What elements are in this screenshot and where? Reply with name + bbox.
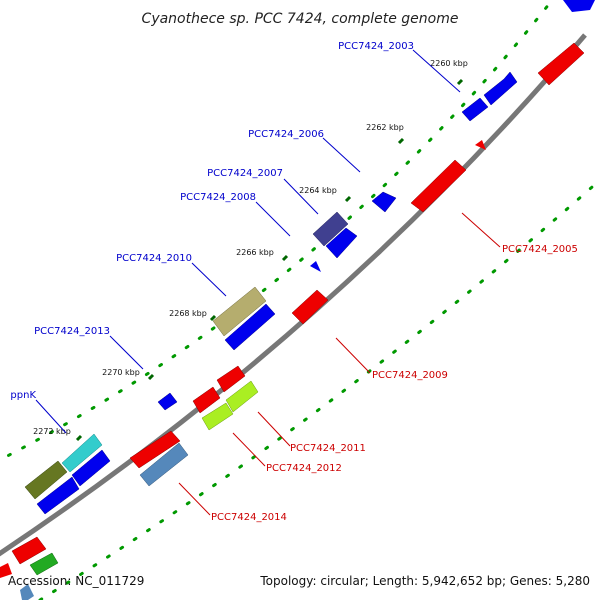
gene-arrow-2014b	[139, 442, 189, 487]
gene-arrow-corner	[20, 584, 34, 600]
forward-gene-labels: PCC7424_2003 PCC7424_2006 PCC7424_2007 P…	[10, 41, 414, 401]
gene-label-pcc7424-2007: PCC7424_2007	[207, 168, 283, 179]
gene-arrow-2013	[157, 392, 178, 411]
leader-2011	[257, 411, 291, 447]
gene-arrow-2009	[291, 289, 329, 325]
tick-label-2266: 2266 kbp	[236, 248, 274, 257]
gene-label-pcc7424-2014: PCC7424_2014	[211, 512, 287, 523]
gene-arrow-bottom	[36, 476, 80, 515]
gene-label-ppnk: ppnK	[10, 390, 36, 401]
leader-2014	[178, 482, 211, 516]
leader-2012	[232, 432, 266, 467]
gene-arrow-2003a	[461, 97, 489, 122]
outer-dot-track	[38, 178, 600, 600]
gene-label-pcc7424-2010: PCC7424_2010	[116, 253, 192, 264]
leader-2009	[335, 337, 371, 374]
leader-2010	[191, 262, 227, 297]
gene-arrow-small	[310, 261, 321, 272]
tick-mark	[456, 78, 464, 86]
gene-arrow-2007	[312, 211, 349, 247]
tick-mark	[147, 373, 155, 381]
gene-arrow-2008	[325, 227, 358, 259]
tick-label-2268: 2268 kbp	[169, 309, 207, 318]
tick-label-2272: 2272 kbp	[33, 427, 71, 436]
accession-text: Accession: NC_011729	[8, 574, 145, 588]
gene-label-pcc7424-2008: PCC7424_2008	[180, 192, 256, 203]
leader-2013	[109, 335, 144, 370]
tick-label-2270: 2270 kbp	[102, 368, 140, 377]
gene-arrow-ppnk-olive	[24, 460, 68, 500]
tick-label-2260: 2260 kbp	[430, 59, 468, 68]
gene-arrow-ppnk	[71, 449, 111, 487]
tick-label-2264: 2264 kbp	[299, 186, 337, 195]
leader-2007	[283, 178, 319, 215]
genome-backbone	[0, 33, 587, 557]
gene-label-pcc7424-2009: PCC7424_2009	[372, 370, 448, 381]
tick-label-2262: 2262 kbp	[366, 123, 404, 132]
gene-arrow-bottom-green	[29, 552, 59, 576]
gene-arrow-bottom-red	[11, 536, 47, 565]
tick-marks	[75, 78, 464, 442]
gene-arrow-ppnk-cyan	[61, 433, 103, 473]
leader-2006	[322, 137, 361, 173]
tick-mark	[397, 137, 405, 145]
gene-arrow-2005	[410, 159, 467, 213]
gene-arrow-2003b	[483, 71, 518, 106]
gene-arrow-2011a	[216, 365, 246, 393]
gene-arrow-2012a	[192, 386, 221, 414]
gene-arrow-left-edge	[0, 563, 12, 578]
leader-2005	[461, 212, 501, 248]
tick-mark	[75, 434, 83, 442]
tick-labels: 2260 kbp 2262 kbp 2264 kbp 2266 kbp 2268…	[33, 59, 468, 436]
genome-summary-text: Topology: circular; Length: 5,942,652 bp…	[260, 574, 590, 588]
tick-mark	[281, 254, 289, 262]
gene-label-pcc7424-2006: PCC7424_2006	[248, 129, 324, 140]
gene-label-pcc7424-2011: PCC7424_2011	[290, 443, 366, 454]
gene-arrow-2014a	[129, 430, 181, 469]
tick-mark	[209, 314, 217, 322]
gene-label-pcc7424-2005: PCC7424_2005	[502, 244, 578, 255]
gene-arrow-2005-tip	[475, 140, 486, 150]
gene-arrow-2011b	[225, 380, 259, 413]
leader-2003	[412, 49, 461, 93]
gene-arrow-2006	[371, 191, 397, 213]
reverse-genes	[0, 42, 585, 600]
leader-ppnk	[35, 399, 67, 434]
gene-label-pcc7424-2003: PCC7424_2003	[338, 41, 414, 52]
gene-label-pcc7424-2013: PCC7424_2013	[34, 326, 110, 337]
gene-arrow-2010b	[224, 303, 276, 351]
gene-arrow-right-edge	[537, 42, 585, 86]
gene-arrow-2012b	[201, 402, 234, 431]
leader-2008	[255, 201, 291, 237]
leader-lines	[35, 49, 501, 516]
inner-dot-track	[0, 0, 555, 462]
gene-arrow-top-edge	[563, 0, 595, 12]
gene-label-pcc7424-2012: PCC7424_2012	[266, 463, 342, 474]
tick-mark	[344, 195, 352, 203]
forward-genes	[24, 0, 595, 515]
reverse-gene-labels: PCC7424_2005 PCC7424_2009 PCC7424_2011 P…	[211, 244, 578, 523]
gene-arrow-2010	[212, 286, 267, 337]
map-title: Cyanothece sp. PCC 7424, complete genome	[142, 11, 459, 27]
